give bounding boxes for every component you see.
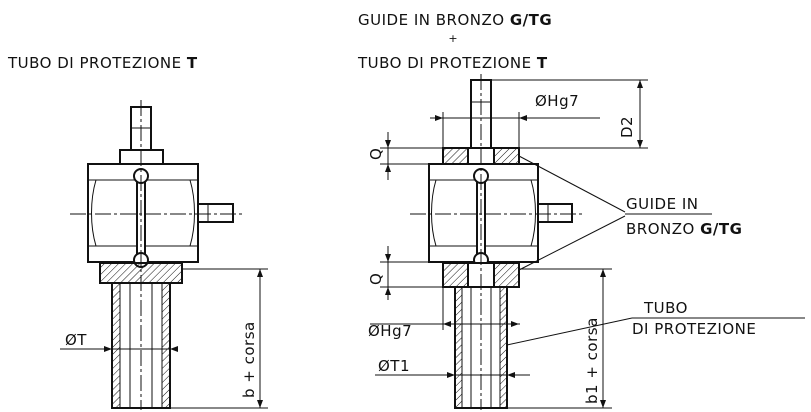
right-dimensions: ØHg7 D2 Q Q ØHg7 ØT1 b1 + corsa (367, 79, 648, 409)
left-length-label: b + corsa (240, 321, 258, 398)
right-diameter-H-bottom-label: ØHg7 (368, 322, 412, 340)
right-diameter-T1-label: ØT1 (378, 357, 410, 375)
right-title-line1: GUIDE IN BRONZO G/TG (358, 11, 552, 29)
right-input-shaft (537, 203, 573, 223)
callout-tube: TUBO DI PROTEZIONE (506, 299, 805, 346)
left-diameter-T-label: ØT (65, 331, 87, 349)
right-length-label: b1 + corsa (583, 317, 601, 404)
callout-guide-line2: BRONZO G/TG (626, 220, 742, 238)
right-Q-bottom-label: Q (367, 273, 385, 285)
callout-tube-line2: DI PROTEZIONE (632, 320, 756, 338)
callout-guide-line1: GUIDE IN (626, 195, 698, 213)
right-title-plus: + (448, 32, 457, 45)
right-title-line2: TUBO DI PROTEZIONE T (357, 54, 548, 72)
right-diameter-H-top-label: ØHg7 (535, 92, 579, 110)
left-jack-assembly (70, 100, 245, 410)
callout-guide: GUIDE IN BRONZO G/TG (518, 155, 742, 271)
right-D2-label: D2 (618, 116, 636, 138)
left-title: TUBO DI PROTEZIONE T (7, 54, 198, 72)
left-input-shaft (197, 203, 234, 223)
left-dimensions: b + corsa ØT (60, 268, 268, 409)
right-Q-top-label: Q (367, 148, 385, 160)
right-jack-assembly (410, 74, 585, 410)
callout-tube-line1: TUBO (643, 299, 688, 317)
